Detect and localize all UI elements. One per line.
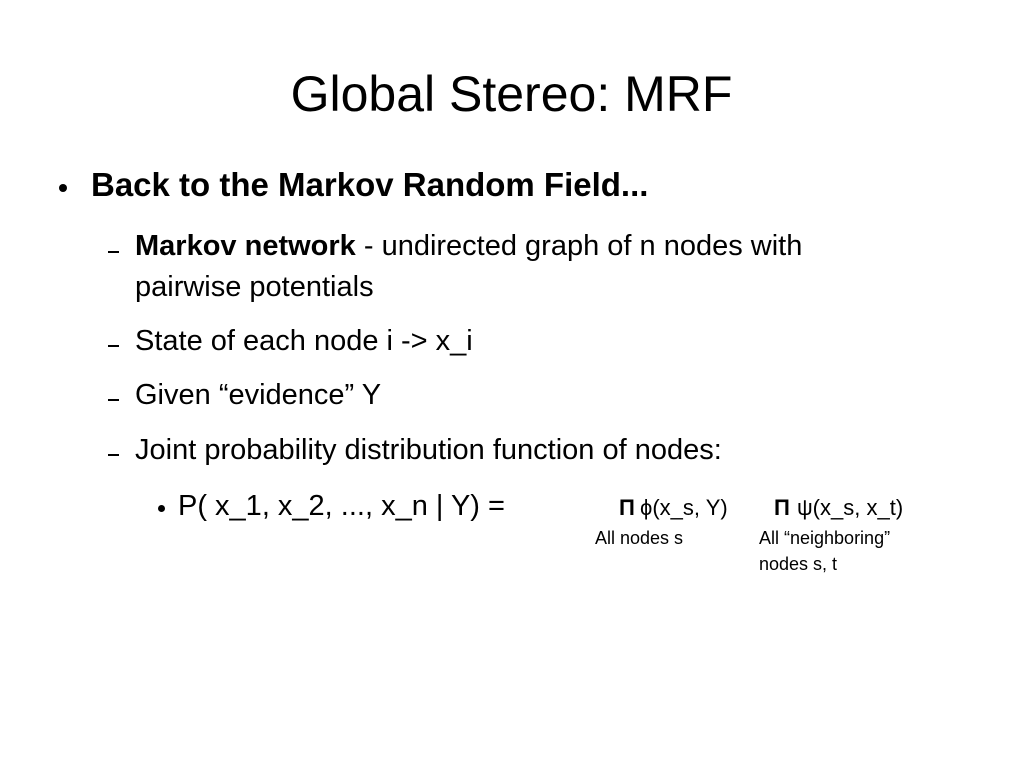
phi-term: ϕ(x_s, Y) xyxy=(640,495,728,520)
markov-network-definition-line2: pairwise potentials xyxy=(135,271,374,303)
formula-lhs: P( x_1, x_2, ..., x_n | Y) = xyxy=(178,490,505,522)
product-symbol-phi: Π xyxy=(619,495,635,520)
dash-bullet-icon xyxy=(108,454,119,456)
main-bullet-text: Back to the Markov Random Field... xyxy=(91,166,649,203)
bullet-dot-icon xyxy=(59,184,67,192)
psi-caption-line2: nodes s, t xyxy=(759,554,838,574)
markov-network-term: Markov network xyxy=(135,230,356,262)
small-bullet-dot-icon xyxy=(158,505,165,512)
psi-term: ψ(x_s, x_t) xyxy=(797,495,904,520)
sub-bullet-evidence: Given “evidence” Y xyxy=(135,379,382,411)
slide-title: Global Stereo: MRF xyxy=(290,66,733,122)
psi-caption-line1: All “neighboring” xyxy=(759,528,891,548)
markov-network-definition: - undirected graph of n nodes with xyxy=(355,230,803,262)
sub-bullet-joint-probability: Joint probability distribution function … xyxy=(135,434,722,466)
dash-bullet-icon xyxy=(108,399,119,401)
phi-caption: All nodes s xyxy=(595,528,684,548)
dash-bullet-icon xyxy=(108,251,119,253)
product-symbol-psi: Π xyxy=(774,495,790,520)
sub-bullet-node-state: State of each node i -> x_i xyxy=(135,325,473,357)
sub-bullet-markov-network: Markov network - undirected graph of n n… xyxy=(135,228,802,264)
dash-bullet-icon xyxy=(108,345,119,347)
